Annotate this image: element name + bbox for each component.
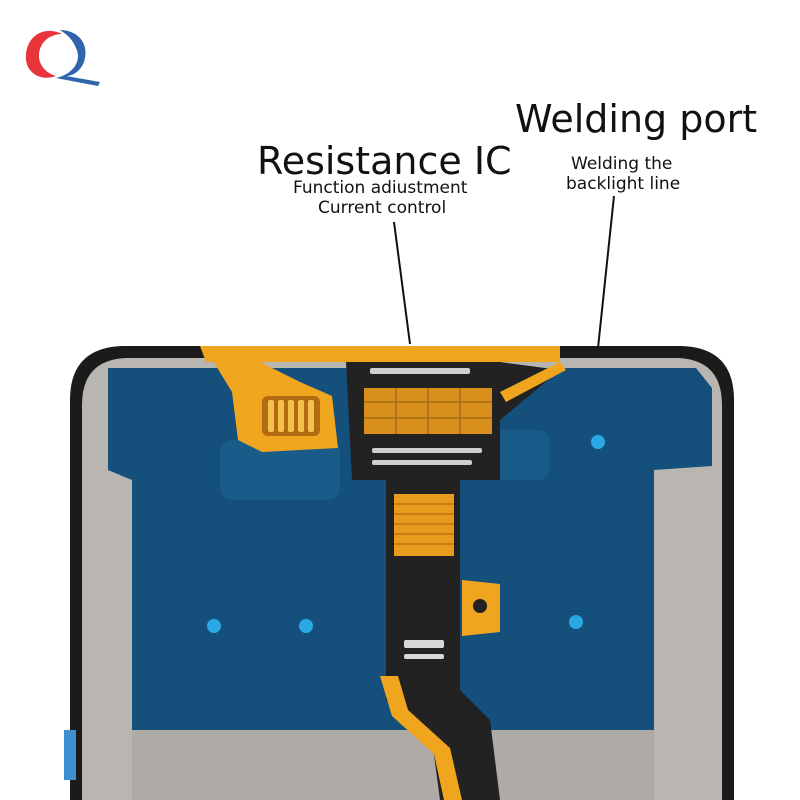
welding-port-title: Welding port bbox=[515, 97, 758, 141]
connector-pins bbox=[268, 400, 314, 432]
backlight-highlight bbox=[220, 440, 340, 500]
logo-blue-stroke bbox=[56, 30, 100, 86]
backlight-dot bbox=[591, 435, 605, 449]
flex-orange-section bbox=[394, 494, 454, 556]
backlight-dot bbox=[207, 619, 221, 633]
welding-port-line-2: backlight line bbox=[566, 174, 681, 194]
welding-port-line-1: Welding the bbox=[571, 154, 673, 174]
flex-trace-lines bbox=[394, 503, 454, 545]
ic-grid-lines bbox=[364, 388, 492, 434]
flex-print-marks bbox=[404, 640, 444, 659]
backlight-dot bbox=[569, 615, 583, 629]
top-flex-strip bbox=[200, 346, 560, 362]
ql-logo-icon bbox=[25, 30, 100, 86]
welding-port-flex bbox=[500, 362, 566, 402]
backlight-dot bbox=[299, 619, 313, 633]
logo-red-stroke bbox=[25, 30, 63, 78]
resistance-ic-title: Resistance IC bbox=[257, 139, 512, 183]
resistance-ic-pointer bbox=[393, 221, 411, 345]
panel-bottom-strip bbox=[132, 730, 654, 800]
mount-hole bbox=[473, 599, 487, 613]
resistance-ic-line-1: Function adiustment bbox=[293, 178, 468, 198]
resistance-ic-line-2: Current control bbox=[318, 198, 447, 218]
welding-port-pointer bbox=[597, 195, 615, 349]
flex-orange-bend bbox=[380, 676, 462, 800]
ic-print-marks bbox=[370, 368, 482, 465]
side-tab bbox=[64, 730, 76, 780]
